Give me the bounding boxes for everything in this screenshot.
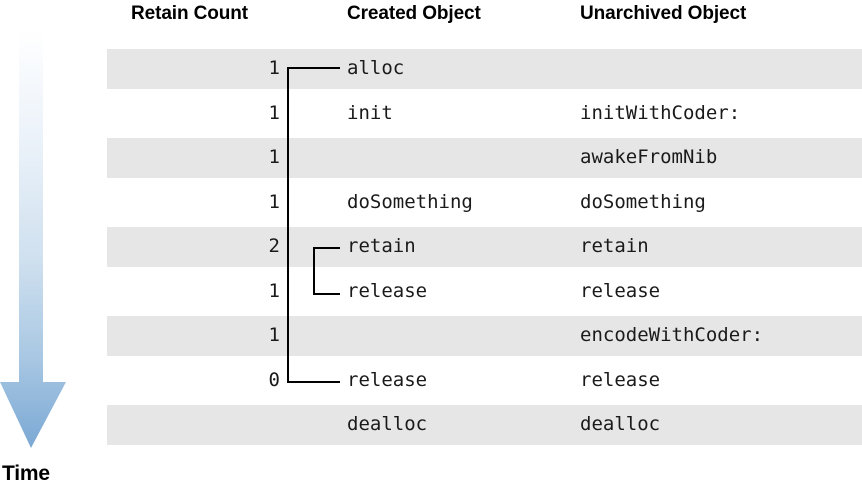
cell-retain-count: 2 [268, 235, 280, 257]
cell-created-object: doSomething [347, 191, 473, 213]
cell-created-object: alloc [347, 57, 405, 79]
table-row-stripe [107, 405, 862, 445]
time-axis-label: Time [2, 462, 50, 485]
cell-created-object: retain [347, 235, 416, 257]
cell-unarchived-object: release [580, 369, 661, 391]
cell-unarchived-object: release [580, 280, 661, 302]
cell-unarchived-object: awakeFromNib [580, 146, 718, 168]
table-row-stripe [107, 49, 862, 89]
lifetime-bracket-vertical [287, 67, 289, 383]
column-header-created-object: Created Object [347, 3, 481, 24]
cell-retain-count: 1 [268, 57, 280, 79]
cell-retain-count: 1 [268, 324, 280, 346]
cell-created-object: release [347, 280, 428, 302]
cell-unarchived-object: initWithCoder: [580, 102, 741, 124]
cell-retain-count: 0 [268, 369, 280, 391]
cell-created-object: dealloc [347, 413, 428, 435]
cell-unarchived-object: dealloc [580, 413, 661, 435]
time-axis-arrow [0, 30, 68, 452]
cell-created-object: release [347, 369, 428, 391]
lifetime-bracket-top-connector [287, 67, 340, 69]
retain-release-bracket-top-connector [313, 247, 340, 249]
retain-release-bracket-bottom-connector [313, 293, 340, 295]
cell-unarchived-object: retain [580, 235, 649, 257]
cell-retain-count: 1 [268, 280, 280, 302]
cell-retain-count: 1 [268, 146, 280, 168]
table-row-stripe [107, 138, 862, 178]
table-row-stripe [107, 227, 862, 267]
lifetime-bracket-bottom-connector [287, 381, 340, 383]
retain-release-bracket-vertical [313, 247, 315, 295]
cell-unarchived-object: encodeWithCoder: [580, 324, 764, 346]
down-arrow-icon [0, 30, 66, 448]
column-header-unarchived-object: Unarchived Object [580, 3, 747, 24]
cell-created-object: init [347, 102, 393, 124]
cell-retain-count: 1 [268, 191, 280, 213]
cell-unarchived-object: doSomething [580, 191, 706, 213]
column-header-retain-count: Retain Count [131, 3, 249, 24]
table-row-stripe [107, 316, 862, 356]
cell-retain-count: 1 [268, 102, 280, 124]
